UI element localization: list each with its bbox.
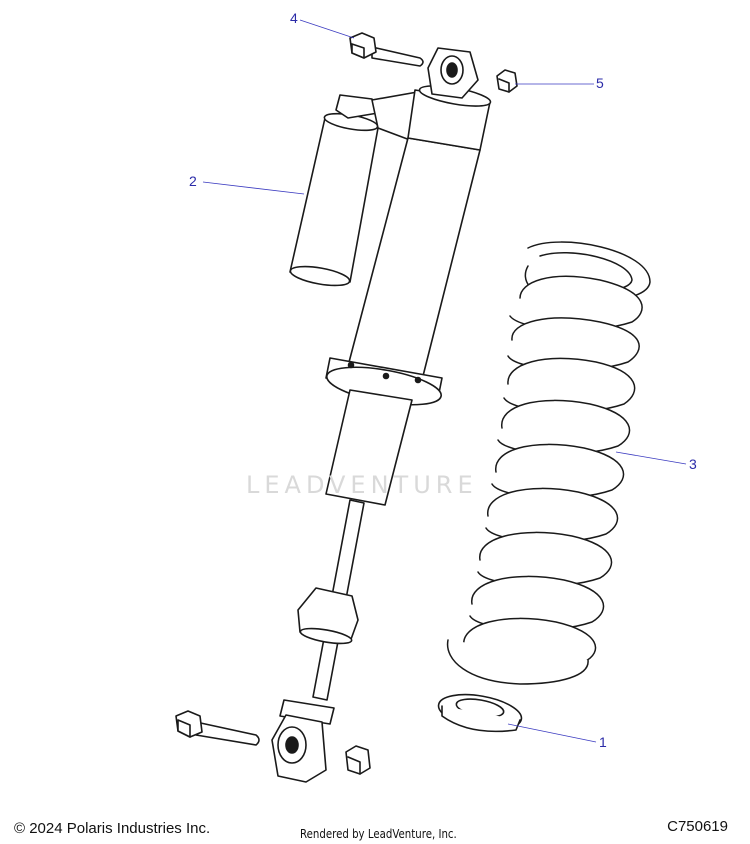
- upper-bolt[interactable]: [349, 32, 424, 67]
- leader-line-2: [202, 181, 305, 195]
- watermark: LEADVENTURE: [246, 471, 478, 499]
- callout-1[interactable]: 1: [599, 734, 607, 750]
- callout-3[interactable]: 3: [689, 456, 697, 472]
- leader-line-1: [507, 723, 597, 743]
- bump-stop[interactable]: [297, 587, 359, 646]
- reservoir[interactable]: [289, 94, 379, 289]
- leader-line-3: [615, 451, 687, 465]
- upper-nut[interactable]: [496, 69, 518, 93]
- callout-4[interactable]: 4: [290, 10, 298, 26]
- lower-bolt[interactable]: [175, 710, 260, 746]
- rendered-by-text: Rendered by LeadVenture, Inc.: [300, 827, 457, 841]
- leader-line-4: [299, 19, 355, 39]
- copyright-text: © 2024 Polaris Industries Inc.: [14, 820, 211, 837]
- shock-body[interactable]: [347, 47, 492, 381]
- callout-2[interactable]: 2: [189, 173, 197, 189]
- coil-spring[interactable]: [446, 241, 651, 685]
- spring-seat[interactable]: [436, 689, 524, 735]
- lower-eyelet[interactable]: [271, 714, 327, 783]
- shock-lower-body: [325, 389, 413, 506]
- diagram-code: C750619: [667, 818, 728, 835]
- lower-nut[interactable]: [345, 745, 371, 775]
- callout-5[interactable]: 5: [596, 75, 604, 91]
